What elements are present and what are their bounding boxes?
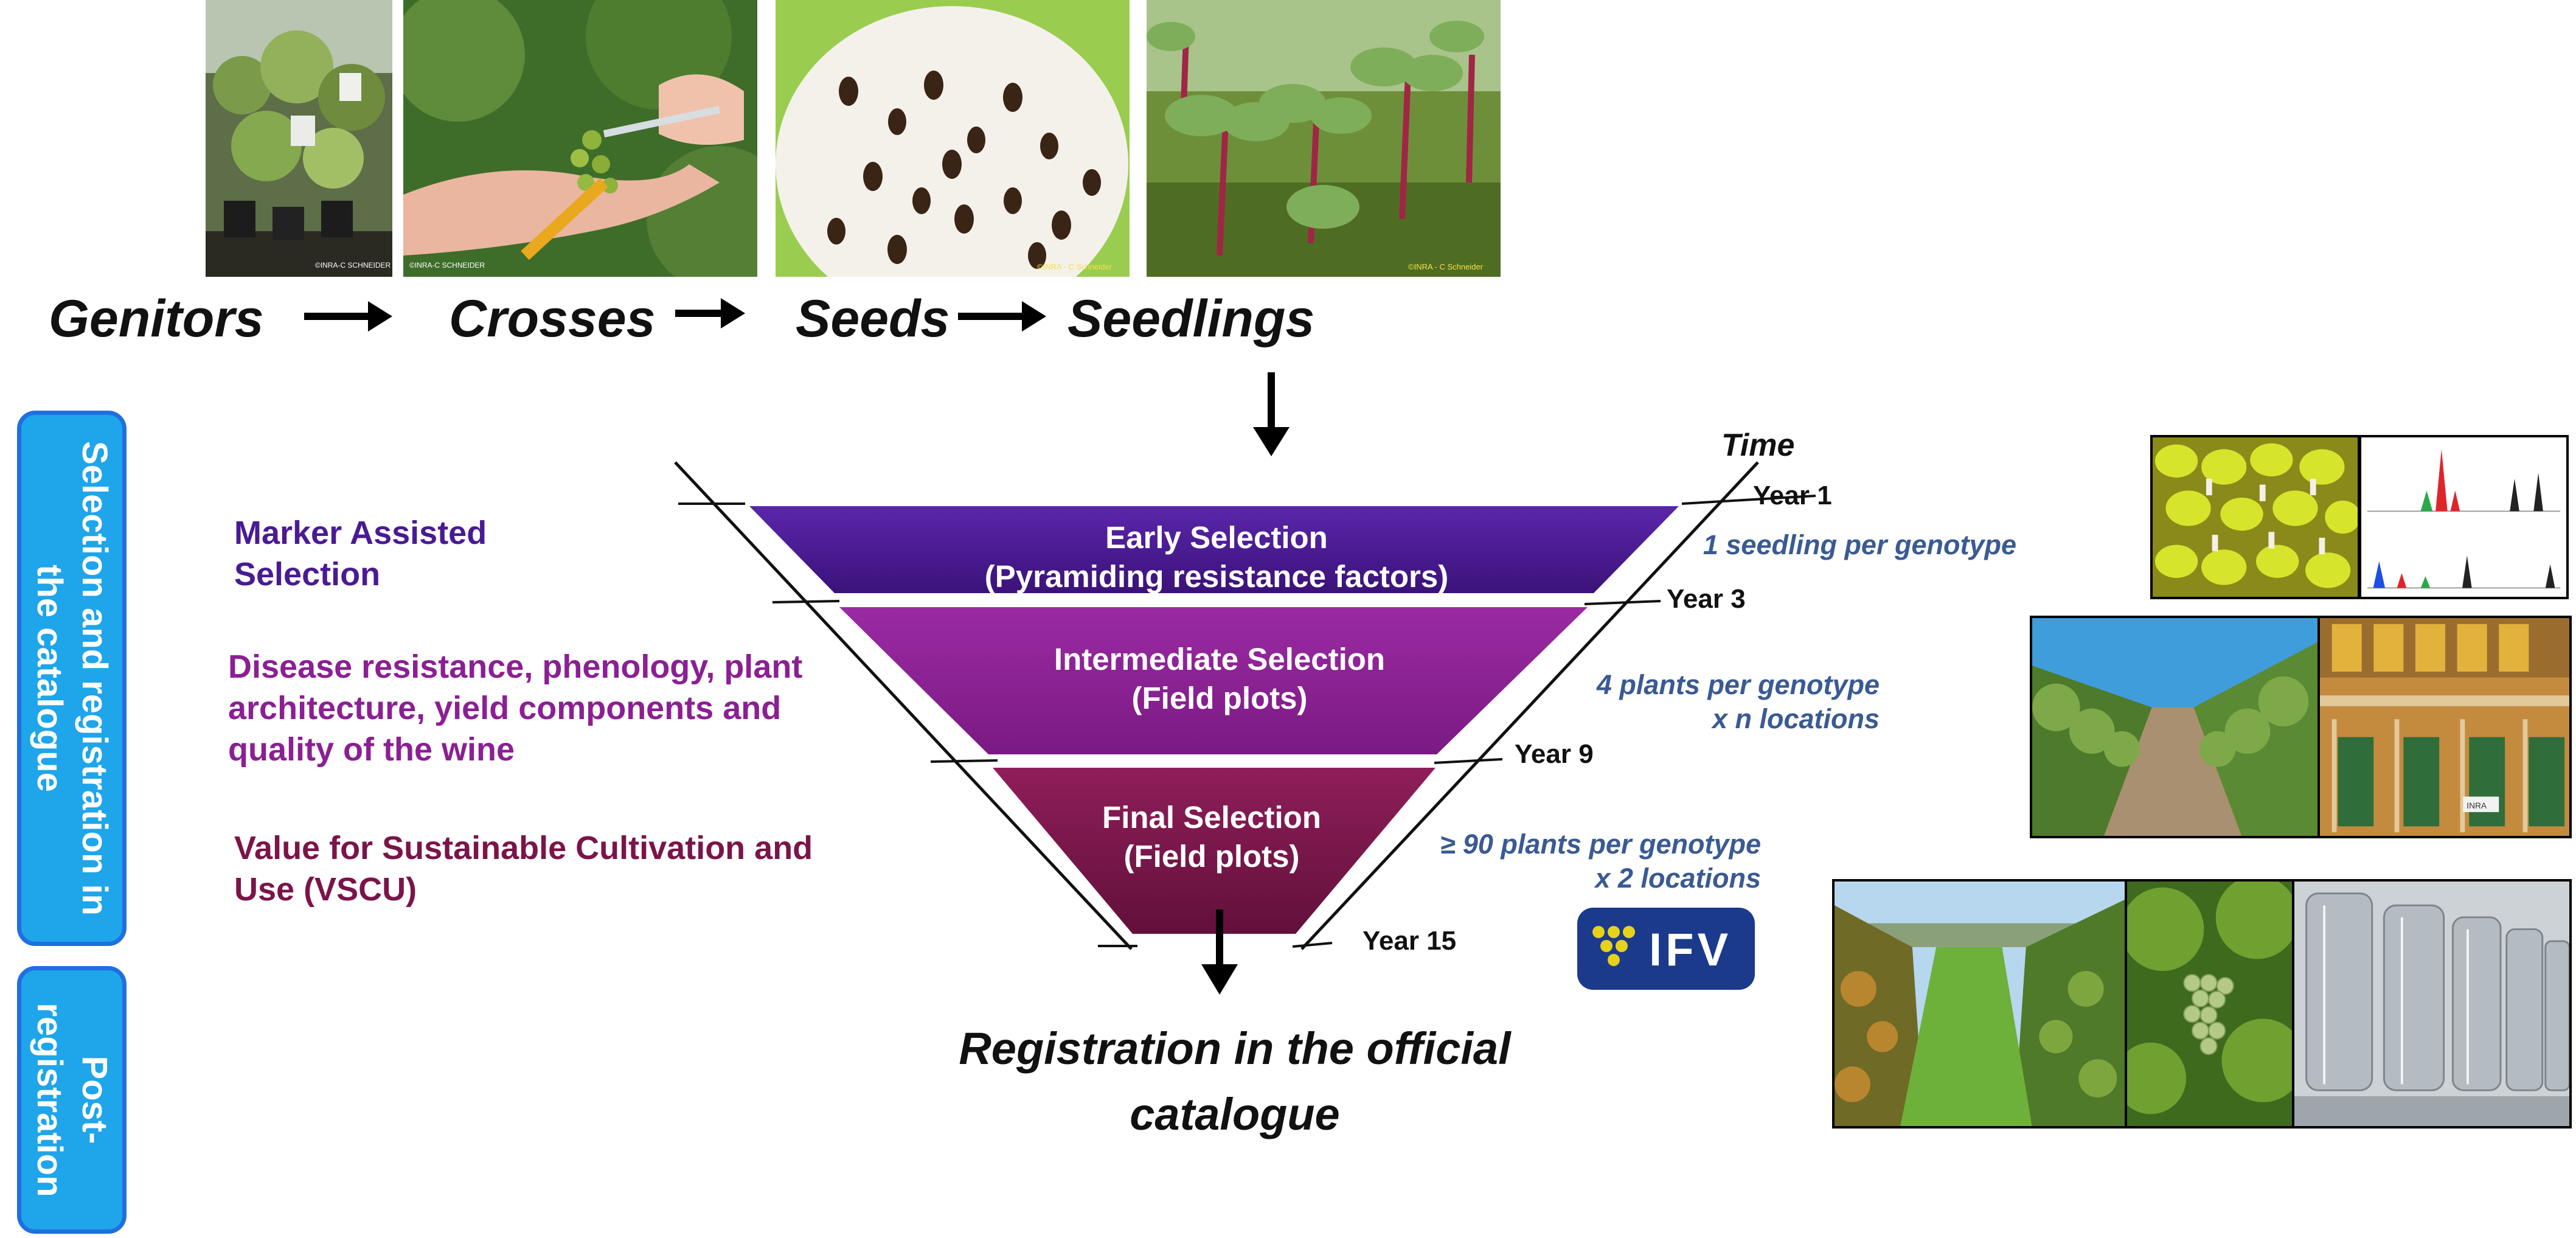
funnel-intermediate-label: Intermediate Selection (Field plots) [1054,642,1386,715]
criteria-disease-resistance: Disease resistance, phenology, plant arc… [228,649,803,768]
grape-cluster-photo [2125,879,2295,1128]
criteria-marker-assisted: Marker Assisted Selection [234,515,487,593]
year-9-label: Year 9 [1515,739,1594,769]
registration-title: Registration in the official catalogue [959,1023,1511,1139]
crosses-credit: ©INRA-C SCHNEIDER [409,261,485,270]
funnel-early-band [749,506,1679,593]
tick-left-9 [930,759,998,763]
vineyard-landscape-photo [1832,879,2128,1128]
label-plate: INRA [2467,801,2487,810]
tick-year1 [1681,495,1816,505]
right-arrow-icon [675,295,748,332]
funnel-early-label: Early Selection (Pyramiding resistance f… [984,520,1449,594]
grape-dots-icon [1592,926,1635,966]
post-registration-tab: Post- registration [17,966,127,1234]
stage-genitors: Genitors [49,290,264,348]
marker-plants-photo [2150,435,2360,599]
genitors-photo: ©INRA-C SCHNEIDER [206,0,392,277]
tick-year9 [1434,758,1503,764]
genitors-credit: ©INRA-C SCHNEIDER [315,261,391,270]
tick-left-3 [772,600,840,603]
wine-tanks-photo [2292,879,2572,1128]
down-arrow-head-icon [1201,964,1238,995]
year-3-label: Year 3 [1667,584,1746,614]
year-15-label: Year 15 [1363,926,1457,956]
year-1-label: Year 1 [1753,481,1832,510]
note-early: 1 seedling per genotype [1703,529,2016,560]
stage-seedlings: Seedlings [1068,290,1315,348]
seedlings-photo: ©INRA - C Schneider [1147,0,1501,277]
stage-crosses: Crosses [449,290,656,348]
right-arrow-icon [304,298,395,335]
criteria-vscu: Value for Sustainable Cultivation and Us… [234,830,813,908]
seeds-photo: ©INRA - C Schneider [776,0,1130,277]
time-axis-title: Time [1721,428,1795,463]
crosses-photo: ©INRA-C SCHNEIDER [403,0,757,277]
note-intermediate: 4 plants per genotype x n locations [1596,669,1880,734]
vineyard-rows-photo [2030,616,2321,838]
winery-lab-photo: INRA [2317,616,2572,838]
ifv-logo: IFV [1577,908,1755,990]
tick-year3 [1584,600,1661,605]
funnel-left-line [674,461,1133,950]
funnel-intermediate-band [839,607,1588,754]
tick-year15 [1292,942,1333,948]
funnel-final-label: Final Selection (Field plots) [1102,800,1321,874]
funnel-final-band [993,768,1436,934]
electropherogram-photo [2359,435,2569,599]
funnel-right-line [1300,461,1759,950]
seedlings-credit: ©INRA - C Schneider [1408,262,1484,271]
right-arrow-icon [958,298,1049,335]
seeds-credit: ©INRA - C Schneider [1037,262,1113,271]
down-arrow-icon [1250,372,1293,457]
stage-seeds: Seeds [796,290,950,348]
selection-registration-tab: Selection and registration in the catalo… [17,411,127,946]
note-final: ≥ 90 plants per genotype x 2 locations [1440,829,1761,894]
ifv-logo-text: IFV [1649,924,1732,976]
